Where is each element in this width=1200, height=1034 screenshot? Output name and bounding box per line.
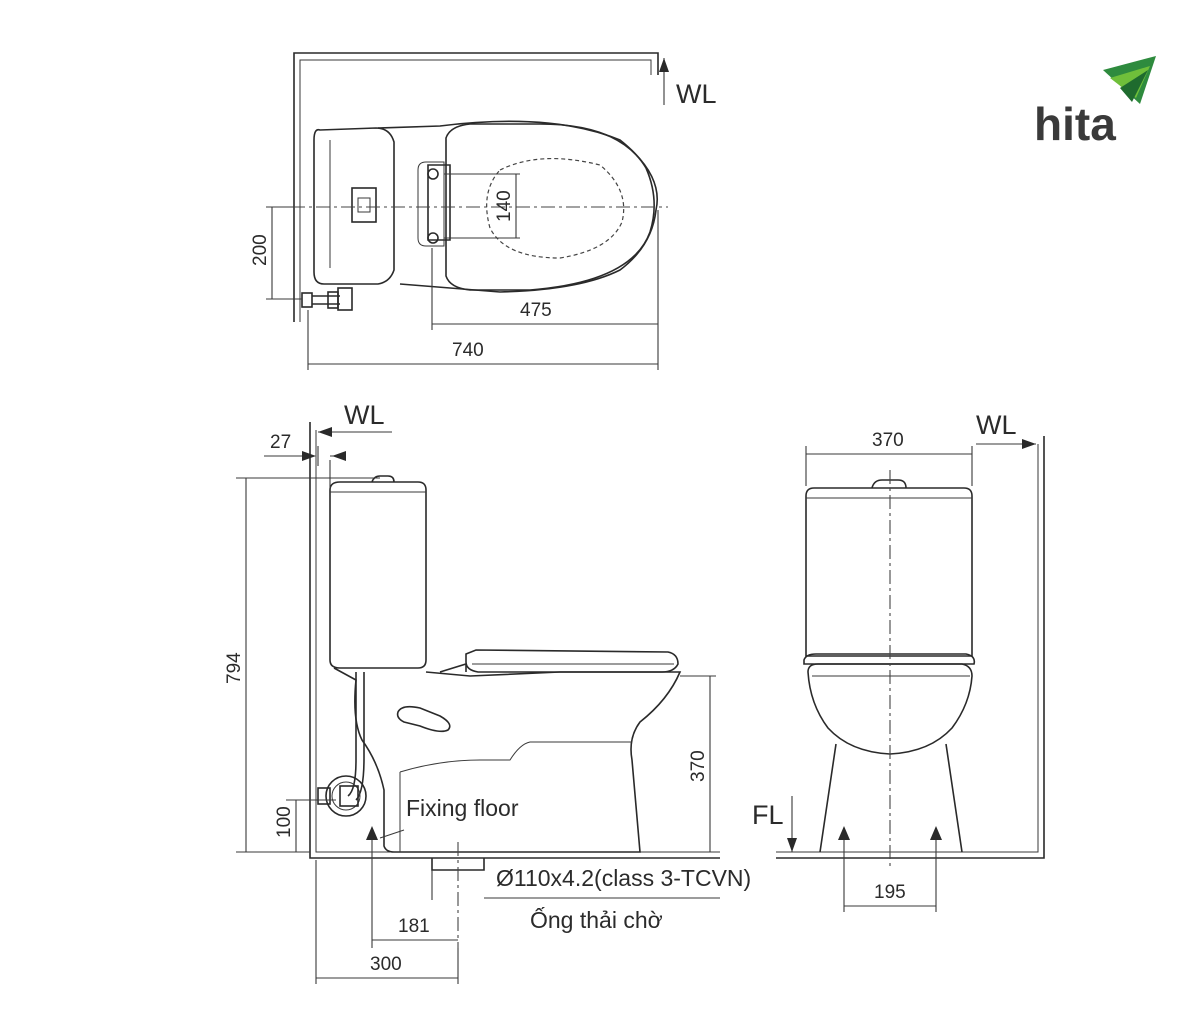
bowl-side <box>333 667 682 853</box>
seat-front <box>803 653 976 665</box>
wall-line-label-top: WL <box>676 79 717 109</box>
wall-floor-outline <box>309 422 720 859</box>
wall-line-label-side: WL <box>344 400 385 430</box>
wall-line-label-front: WL <box>976 410 1017 440</box>
dim-total-height: 794 <box>224 652 245 684</box>
floor-line-label: FL <box>752 800 784 830</box>
dim-seat-length: 475 <box>520 300 552 321</box>
dim-supply-height: 100 <box>274 806 295 838</box>
dim-hinge-spacing: 140 <box>494 190 515 222</box>
leaf-icon <box>1103 56 1156 104</box>
tank-front <box>805 487 973 657</box>
tank-top <box>313 127 395 285</box>
dim-width-total: 740 <box>452 340 484 361</box>
supply-valve-top <box>301 287 353 311</box>
fixing-floor-label: Fixing floor <box>406 795 519 821</box>
dim-tank-width: 370 <box>872 430 904 451</box>
tank-side <box>329 481 427 669</box>
dim-bowl-height: 370 <box>688 750 709 782</box>
pedestal-front <box>819 743 963 853</box>
dim-drain-offset: 181 <box>398 916 430 937</box>
top-view: WL 140 200 475 <box>250 52 717 370</box>
flush-button <box>351 187 377 223</box>
front-view: WL 370 FL 195 <box>752 410 1045 912</box>
dim-wall-gap: 27 <box>270 432 291 453</box>
seat-side <box>465 649 679 673</box>
brand-name: hita <box>1034 98 1116 150</box>
waste-pipe-label: Ống thải chờ <box>530 906 663 933</box>
dim-supply-offset: 200 <box>250 234 271 266</box>
wall-floor-outline-front <box>776 436 1045 859</box>
side-view: WL 27 794 100 370 F <box>224 400 751 984</box>
dim-fixing-offset: 300 <box>370 954 402 975</box>
bowl-top <box>377 120 658 293</box>
pipe-spec-label: Ø110x4.2(class 3-TCVN) <box>496 865 751 891</box>
brand-logo: hita <box>1034 56 1156 150</box>
dim-fixing-spacing: 195 <box>874 882 906 903</box>
wall-outline <box>293 52 659 322</box>
